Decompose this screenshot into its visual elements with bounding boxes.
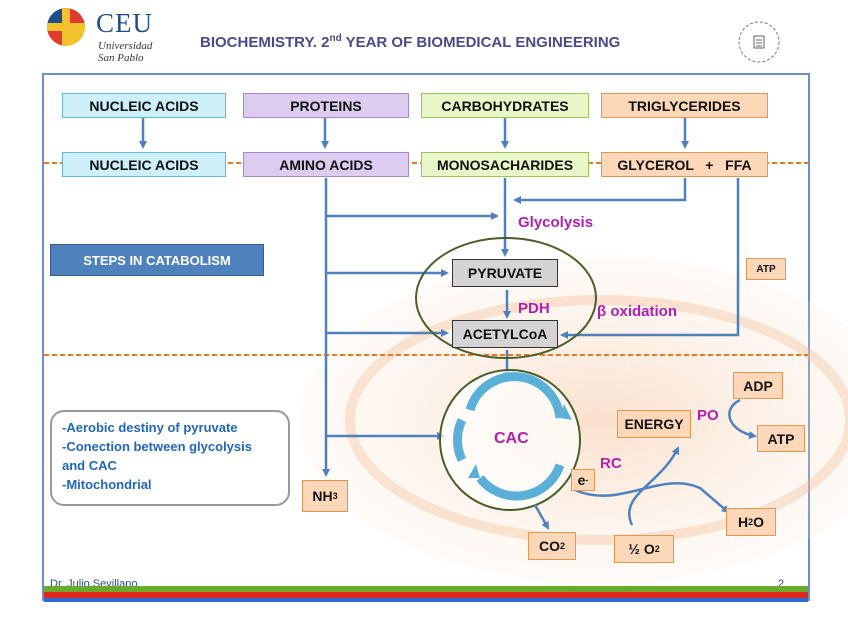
footer-band-red (44, 592, 808, 598)
footer-band-green (44, 586, 808, 592)
node-adp: ADP (733, 372, 783, 399)
electron-text: e (577, 472, 586, 488)
box-proteins: PROTEINS (243, 93, 409, 118)
org-subtitle: Universidad San Pablo (98, 40, 152, 64)
h2o-text-o: O (753, 514, 765, 530)
box-carbohydrates: CARBOHYDRATES (421, 93, 589, 118)
node-acetylcoa: ACETYLCoA (452, 320, 558, 348)
seal-icon (728, 14, 790, 70)
label-rc: RC (600, 455, 622, 472)
title-pre: BIOCHEMISTRY. 2 (200, 34, 330, 51)
org-subtitle-line-1: Universidad (98, 40, 153, 52)
node-pyruvate: PYRUVATE (452, 259, 558, 287)
note-line-3: and CAC (62, 458, 117, 473)
node-atp: ATP (757, 425, 805, 452)
footer-band-blue (44, 598, 808, 602)
page-title: BIOCHEMISTRY. 2nd YEAR OF BIOMEDICAL ENG… (200, 33, 620, 51)
node-energy: ENERGY (617, 410, 691, 438)
label-glycolysis: Glycolysis (518, 214, 594, 231)
notes-box: -Aerobic destiny of pyruvate -Conection … (50, 410, 290, 506)
note-line-1: -Aerobic destiny of pyruvate (62, 420, 238, 435)
label-beta-oxidation: β oxidation (597, 303, 677, 320)
nh3-text: NH (312, 488, 333, 504)
label-po: PO (697, 407, 719, 424)
node-electron: e- (571, 469, 595, 491)
electron-sup: - (585, 475, 589, 485)
org-subtitle-line-2: San Pablo (98, 52, 144, 64)
node-atp-small: ATP (746, 258, 786, 280)
box-nucleic-acids: NUCLEIC ACIDS (62, 152, 226, 177)
box-amino-acids: AMINO ACIDS (243, 152, 409, 177)
title-post: YEAR OF BIOMEDICAL ENGINEERING (341, 34, 621, 51)
box-triglycerides: TRIGLYCERIDES (601, 93, 768, 118)
o2-sub: 2 (654, 544, 660, 554)
o2-text: ½ O (628, 541, 655, 557)
steps-in-catabolism-label: STEPS IN CATABOLISM (50, 244, 264, 276)
h2o-text-h: H (737, 514, 749, 530)
label-pdh: PDH (518, 300, 550, 317)
nh3-sub: 3 (332, 491, 338, 501)
note-line-4: -Mitochondrial (62, 477, 152, 492)
co2-sub: 2 (559, 541, 565, 551)
node-cac: CAC (494, 430, 529, 447)
footer-page-number: 2 (778, 578, 785, 590)
box-nucleic-acids-top: NUCLEIC ACIDS (62, 93, 226, 118)
box-monosacharides: MONOSACHARIDES (421, 152, 589, 177)
note-line-2: -Conection between glycolysis (62, 439, 252, 454)
org-name: CEU (96, 8, 153, 38)
h2o-sub: 2 (748, 517, 754, 527)
mitochondria-boundary (415, 237, 597, 359)
co2-text: CO (538, 538, 560, 554)
title-sup: nd (329, 33, 342, 44)
box-glycerol-ffa: GLYCEROL + FFA (601, 152, 768, 177)
